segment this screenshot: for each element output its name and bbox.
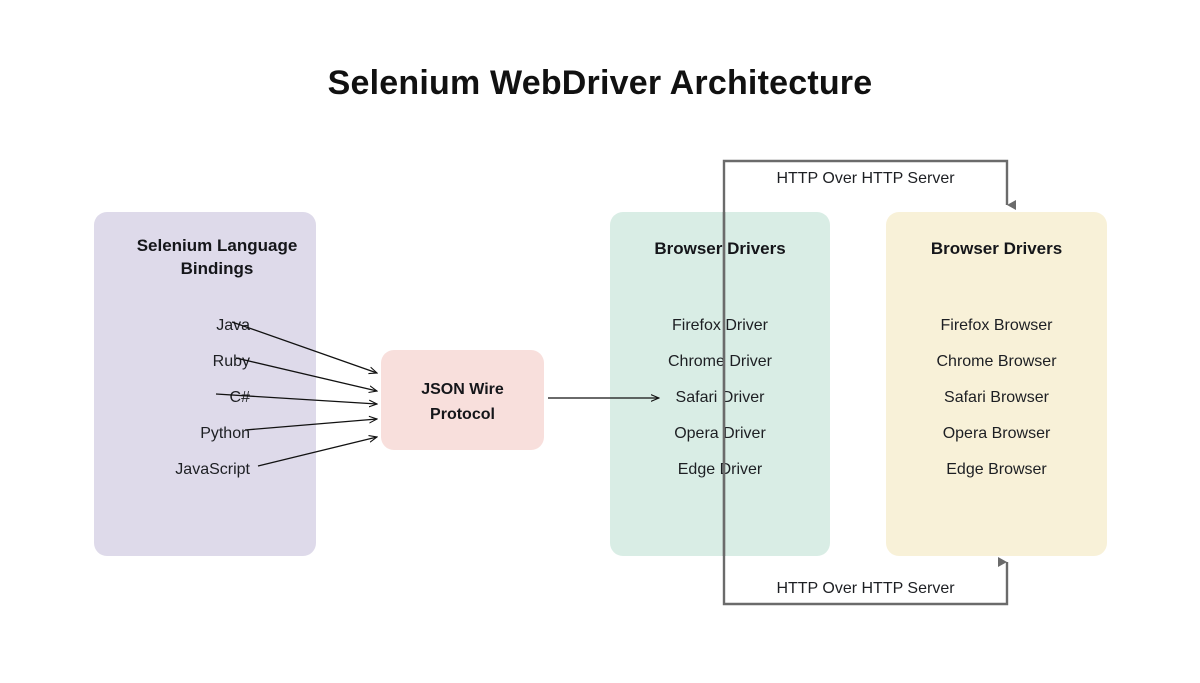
list-item: Edge Driver — [677, 461, 763, 478]
list-item: Chrome Browser — [936, 353, 1057, 370]
list-item: Python — [200, 425, 250, 442]
protocol-title-line-2: Protocol — [430, 406, 495, 423]
list-item: Opera Driver — [674, 425, 766, 442]
list-item: Java — [216, 317, 250, 334]
bindings-item-list: Java Ruby C# Python JavaScript — [94, 308, 250, 488]
list-item: JavaScript — [175, 461, 250, 478]
json-wire-protocol-box: JSON Wire Protocol — [381, 350, 544, 450]
list-item: C# — [229, 389, 250, 406]
browser-drivers-box: Browser Drivers Firefox Driver Chrome Dr… — [610, 212, 830, 556]
drivers-box-title: Browser Drivers — [654, 239, 786, 258]
connector-label-top: HTTP Over HTTP Server — [776, 170, 955, 187]
protocol-box-title: JSON Wire Protocol — [381, 377, 544, 427]
page-title: Selenium WebDriver Architecture — [0, 64, 1200, 103]
drivers-item-list: Firefox Driver Chrome Driver Safari Driv… — [610, 308, 830, 488]
list-item: Safari Browser — [944, 389, 1049, 406]
bindings-box-title: Selenium Language Bindings — [136, 236, 298, 278]
browsers-box: Browser Drivers Firefox Browser Chrome B… — [886, 212, 1107, 556]
page-title-text: Selenium WebDriver Architecture — [327, 64, 873, 102]
list-item: Chrome Driver — [667, 353, 772, 370]
connector-label-bottom: HTTP Over HTTP Server — [776, 580, 955, 597]
list-item: Ruby — [212, 353, 250, 370]
browsers-box-title: Browser Drivers — [930, 239, 1063, 258]
list-item: Edge Browser — [946, 461, 1047, 478]
list-item: Safari Driver — [675, 389, 765, 406]
browsers-item-list: Firefox Browser Chrome Browser Safari Br… — [886, 308, 1107, 488]
selenium-language-bindings-box: Selenium Language Bindings Java Ruby C# … — [94, 212, 316, 556]
list-item: Firefox Driver — [671, 317, 768, 334]
list-item: Firefox Browser — [940, 317, 1053, 334]
list-item: Opera Browser — [942, 425, 1051, 442]
protocol-title-line-1: JSON Wire — [421, 381, 504, 398]
